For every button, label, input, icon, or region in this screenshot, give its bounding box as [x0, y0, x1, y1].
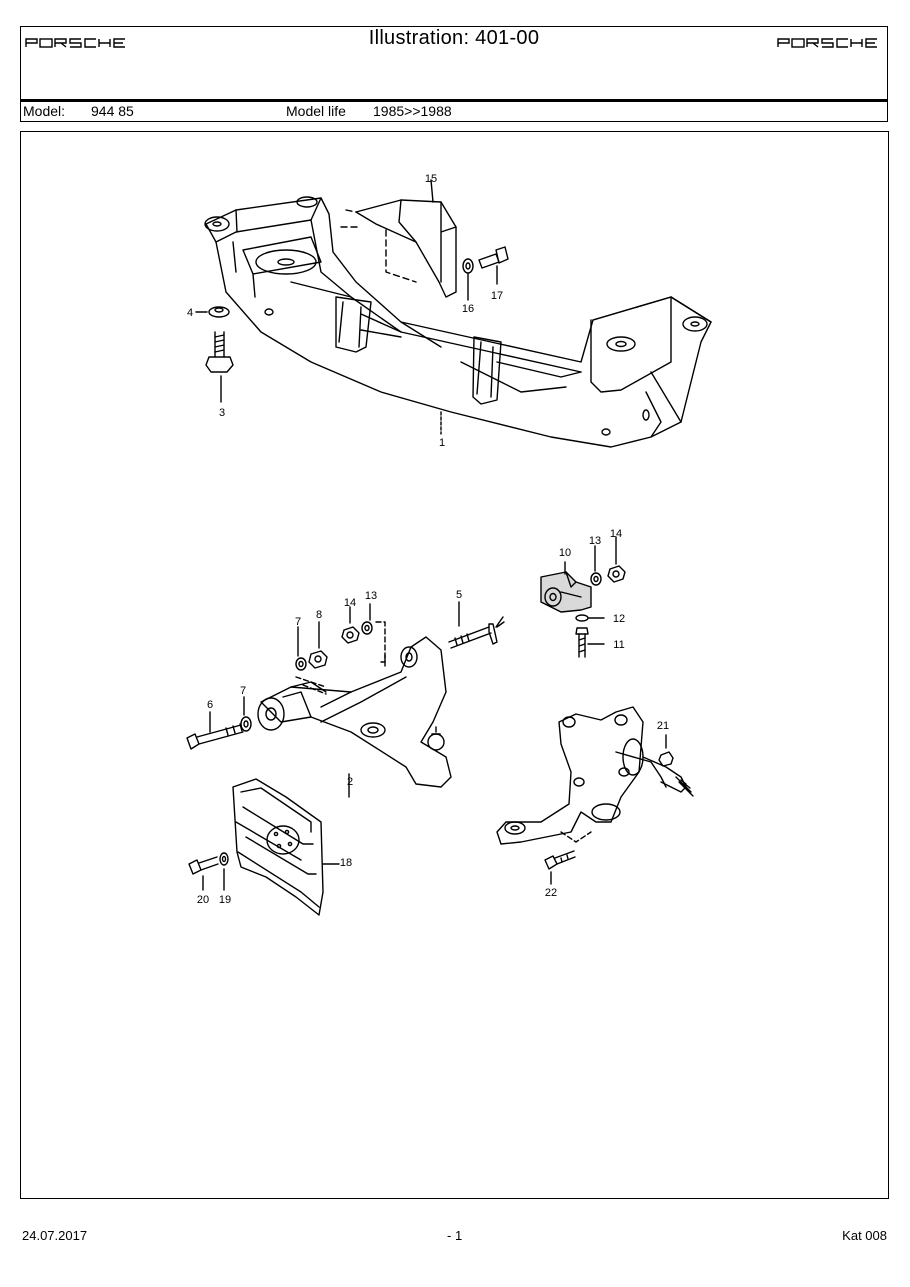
header-rule — [21, 99, 887, 102]
callout-21: 21 — [657, 720, 669, 732]
bolt-17-drawing — [478, 246, 509, 285]
callout-4: 4 — [187, 307, 193, 319]
page-header: Illustration: 401-00 Model: 944 85 Model… — [20, 26, 888, 122]
bolt-5-drawing — [448, 601, 505, 649]
washer-4-drawing — [195, 306, 230, 318]
washer-13a-drawing — [361, 603, 386, 667]
model-row: Model: 944 85 Model life 1985>>1988 — [21, 102, 887, 121]
bolt-3-drawing — [205, 331, 234, 403]
callout-19: 19 — [219, 894, 231, 906]
model-label: Model: — [23, 103, 66, 119]
model-life-value: 1985>>1988 — [373, 103, 452, 119]
nut-14b-drawing — [607, 536, 626, 583]
nut-21-drawing — [658, 734, 674, 767]
callout-6: 6 — [207, 699, 213, 711]
page-number: - 1 — [447, 1228, 463, 1243]
bolt-20-drawing — [188, 856, 219, 891]
callout-12: 12 — [613, 613, 625, 625]
bolt-22-drawing — [544, 850, 576, 885]
callout-22: 22 — [545, 887, 557, 899]
cross-member-drawing — [204, 196, 712, 448]
illustration-title: Illustration: 401-00 — [368, 27, 540, 49]
callout-13-middle: 13 — [365, 590, 377, 602]
callout-13-right: 13 — [589, 535, 601, 547]
callout-2: 2 — [347, 776, 353, 788]
illustration-frame: 1 2 3 4 5 6 7 7 8 10 11 12 13 13 14 14 1… — [20, 131, 889, 1199]
callout-14-right: 14 — [610, 528, 622, 540]
control-arm-drawing — [257, 636, 452, 798]
washer-19-drawing — [219, 852, 229, 891]
nut-14a-drawing — [341, 606, 360, 644]
washer-13b-drawing — [590, 545, 602, 586]
washer-12-drawing — [575, 614, 605, 622]
callout-1: 1 — [439, 437, 445, 449]
callout-8: 8 — [316, 609, 322, 621]
knuckle-drawing — [496, 706, 694, 845]
porsche-logo-left — [25, 38, 125, 48]
bolt-6-drawing — [186, 711, 244, 750]
print-date: 24.07.2017 — [22, 1228, 88, 1243]
washer-7a-drawing — [295, 626, 307, 671]
catalog-number: Kat 008 — [842, 1228, 887, 1243]
nut-8-drawing — [295, 621, 328, 688]
callout-5: 5 — [456, 589, 462, 601]
callout-7-lower: 7 — [240, 685, 246, 697]
callout-14-middle: 14 — [344, 597, 356, 609]
callout-11: 11 — [613, 639, 624, 651]
porsche-logo-right — [777, 38, 877, 48]
bolt-11-drawing — [575, 627, 605, 658]
callout-16: 16 — [462, 303, 474, 315]
washer-16-drawing — [462, 258, 474, 301]
shield-18-drawing — [232, 778, 340, 916]
callout-18: 18 — [340, 857, 352, 869]
bushing-bracket-10-drawing — [540, 561, 592, 613]
parts-illustration: 1 2 3 4 5 6 7 7 8 10 11 12 13 13 14 14 1… — [186, 173, 712, 916]
bracket-15-drawing — [340, 179, 457, 298]
model-value: 944 85 — [91, 103, 134, 119]
model-life-label: Model life — [286, 103, 346, 119]
callout-7-upper: 7 — [295, 616, 301, 628]
callout-3: 3 — [219, 407, 225, 419]
callout-20: 20 — [197, 894, 209, 906]
callout-15: 15 — [425, 173, 437, 185]
washer-7b-drawing — [240, 696, 252, 732]
callout-10: 10 — [559, 547, 571, 559]
callout-17: 17 — [491, 290, 503, 302]
